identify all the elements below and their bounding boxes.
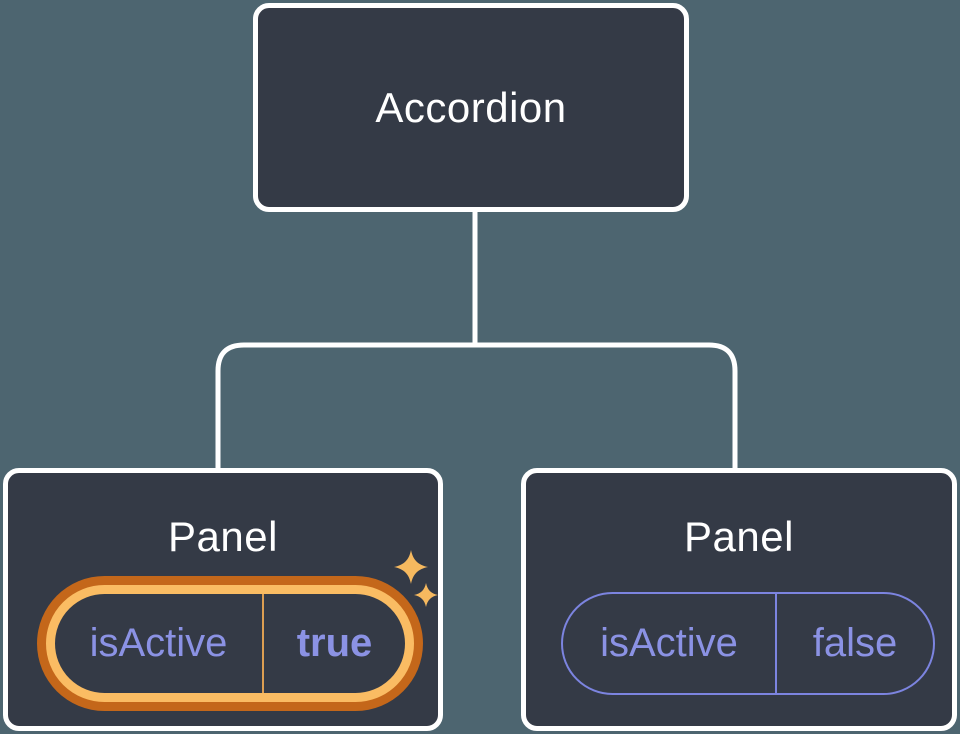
accordion-node: Accordion: [253, 3, 689, 212]
state-key: isActive: [89, 621, 228, 665]
sparkle-icon: [394, 550, 438, 607]
state-pill-inactive: isActive false: [561, 592, 935, 695]
state-value: true: [296, 621, 373, 665]
panel-node-label: Panel: [168, 513, 278, 560]
state-key: isActive: [600, 621, 738, 665]
pill-divider: [775, 594, 777, 693]
state-value: false: [812, 621, 898, 665]
panel-node-label: Panel: [684, 513, 794, 560]
pill-divider: [262, 594, 264, 693]
state-pill-active: isActive true: [46, 585, 414, 702]
panel-node-inactive: Panel isActive false: [521, 468, 957, 731]
accordion-node-label: Accordion: [375, 83, 567, 131]
panel-node-active: Panel isActive true: [3, 468, 443, 731]
